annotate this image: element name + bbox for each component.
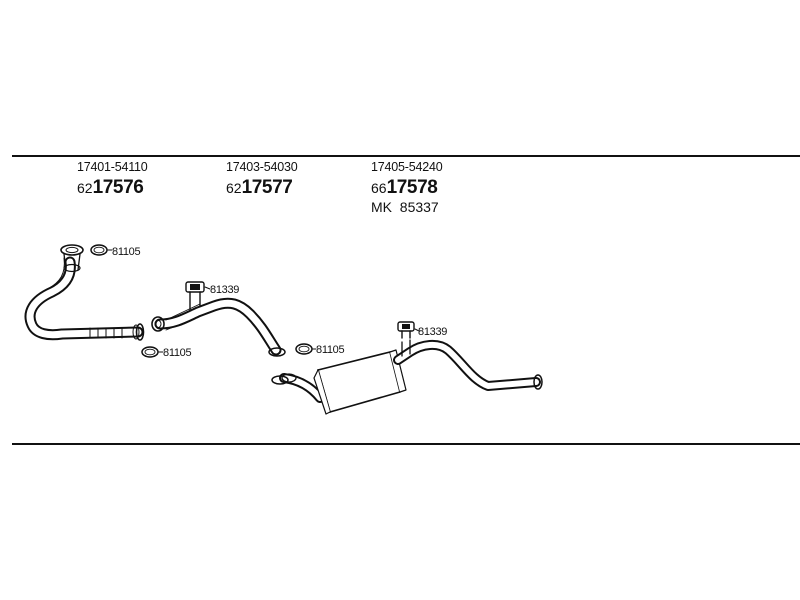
- reference-number: 6217577: [226, 176, 293, 198]
- front-pipe: [24, 244, 145, 341]
- gasket-bottom-icon: [141, 346, 164, 358]
- reference-number: 6217576: [77, 176, 144, 198]
- callout-hanger-right: 81339: [418, 326, 448, 338]
- callout-gasket-mid: 81105: [316, 344, 345, 356]
- rear-muffler: [271, 339, 543, 415]
- gasket-mid-icon: [295, 343, 317, 355]
- bottom-divider: [12, 443, 800, 445]
- reference-number: 6617578: [371, 176, 438, 198]
- mounting-kit: MK 85337: [371, 198, 439, 215]
- hanger-right-icon: [397, 321, 420, 339]
- part-front-pipe: 17401-54110 6217576: [77, 161, 148, 197]
- part-number: 17401-54110: [77, 160, 148, 174]
- hanger-mid-icon: [185, 281, 211, 311]
- callout-gasket-top: 81105: [112, 246, 141, 258]
- gasket-top-icon: [90, 244, 113, 256]
- center-pipe: [151, 297, 286, 357]
- callout-gasket-bottom: 81105: [163, 347, 192, 359]
- part-number: 17403-54030: [226, 160, 298, 174]
- part-number: 17405-54240: [371, 160, 443, 174]
- callout-hanger-mid: 81339: [210, 284, 240, 296]
- top-divider: [12, 155, 800, 157]
- part-rear-muffler: 17405-54240 6617578 MK 85337: [371, 160, 443, 215]
- part-center-pipe: 17403-54030 6217577: [226, 160, 298, 198]
